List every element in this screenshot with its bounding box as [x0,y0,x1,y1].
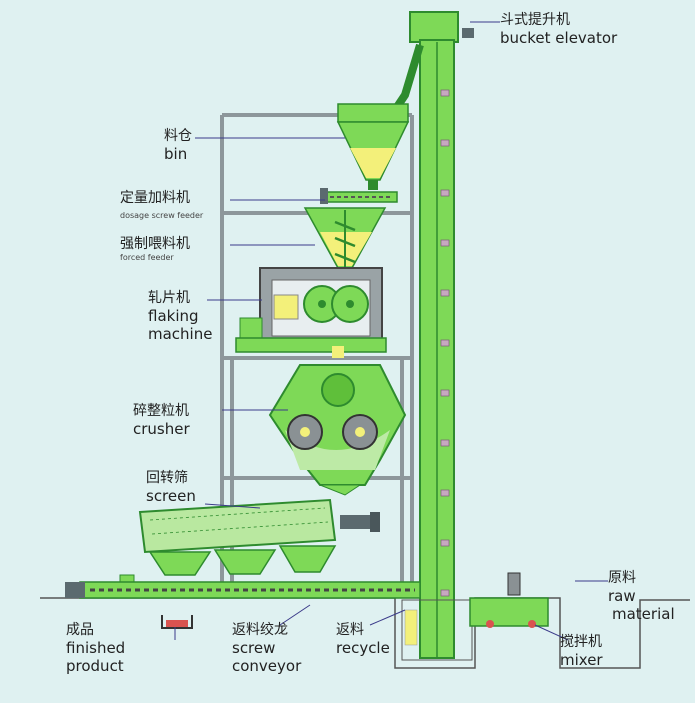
dosage-feeder-en: dosage screw feeder [120,210,204,220]
label-screw-conveyor: 返料绞龙 screw conveyor [232,622,301,675]
bin-cn: 料仓 [164,128,192,144]
label-mixer: 搅拌机 mixer [560,634,603,669]
forced-feeder [303,207,387,269]
finished-product-cn: 成品 [66,622,94,638]
bucket-elevator [391,11,474,661]
label-crusher: 碎整粒机 crusher [133,403,190,438]
dosage-feeder-cn: 定量加料机 [120,190,190,206]
dosage-screw-feeder [320,188,398,204]
label-dosage-feeder: 定量加料机 dosage screw feeder [120,190,203,220]
label-flaking-machine: 轧片机 flaking machine [148,290,212,343]
mixer-cn: 搅拌机 [560,634,602,650]
screw-conveyor-en1: screw [232,638,276,657]
label-finished-product: 成品 finished product [66,622,125,675]
bucket-elevator-cn: 斗式提升机 [500,12,570,28]
label-forced-feeder: 强制喂料机 forced feeder [120,236,190,262]
finished-product-en1: finished [66,638,126,657]
screw-conveyor [65,581,421,599]
leader-lines [174,21,608,641]
mixer-en: mixer [560,650,603,669]
mixer [469,572,549,628]
flaking-machine-cn: 轧片机 [148,290,190,306]
crusher-cn: 碎整粒机 [133,403,189,419]
recycle-cn: 返料 [336,622,364,638]
rotary-screen [119,498,380,586]
flaking-machine [235,267,387,358]
raw-material-cn: 原料 [608,570,636,586]
forced-feeder-cn: 强制喂料机 [120,236,190,252]
raw-material-en1: raw [608,586,636,605]
screw-conveyor-en2: conveyor [232,656,302,675]
label-recycle: 返料 recycle [336,622,390,657]
flaking-machine-en2: machine [148,324,213,343]
label-screen: 回转筛 screen [146,470,196,505]
flaking-machine-en1: flaking [148,306,199,325]
label-bucket-elevator: 斗式提升机 bucket elevator [500,12,617,47]
finished-product-tray [161,615,193,629]
crusher-en: crusher [133,419,190,438]
bin-en: bin [164,144,188,163]
screen-cn: 回转筛 [146,470,188,486]
bin [336,103,410,190]
recycle-en: recycle [336,638,390,657]
crusher [268,364,407,496]
raw-material-en2: material [612,604,675,623]
label-raw-material: 原料 raw material [608,570,675,623]
bucket-elevator-en: bucket elevator [500,28,618,47]
label-bin: 料仓 bin [164,128,192,163]
screen-en: screen [146,486,196,505]
forced-feeder-en: forced feeder [120,252,174,262]
screw-conveyor-cn: 返料绞龙 [232,622,288,638]
finished-product-en2: product [66,656,124,675]
